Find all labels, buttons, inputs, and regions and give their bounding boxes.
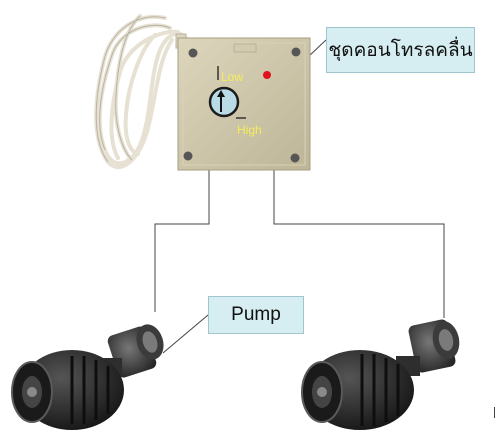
wire-left — [154, 168, 210, 312]
high-label: High — [237, 123, 262, 137]
led-icon — [263, 71, 271, 79]
dial-icon[interactable] — [208, 86, 240, 118]
divider — [494, 407, 495, 418]
controller-callout: ชุดคอนโทรลคลื่น — [326, 27, 475, 73]
pump-callout-pointer — [162, 314, 209, 354]
pump-callout: Pump — [208, 296, 304, 334]
low-label: Low — [221, 70, 244, 84]
wave-pump-icon — [301, 319, 460, 430]
controller-box-icon — [177, 37, 311, 171]
wave-pump-icon — [11, 324, 164, 430]
power-cord-shading — [95, 15, 171, 163]
wire-right — [273, 168, 445, 318]
